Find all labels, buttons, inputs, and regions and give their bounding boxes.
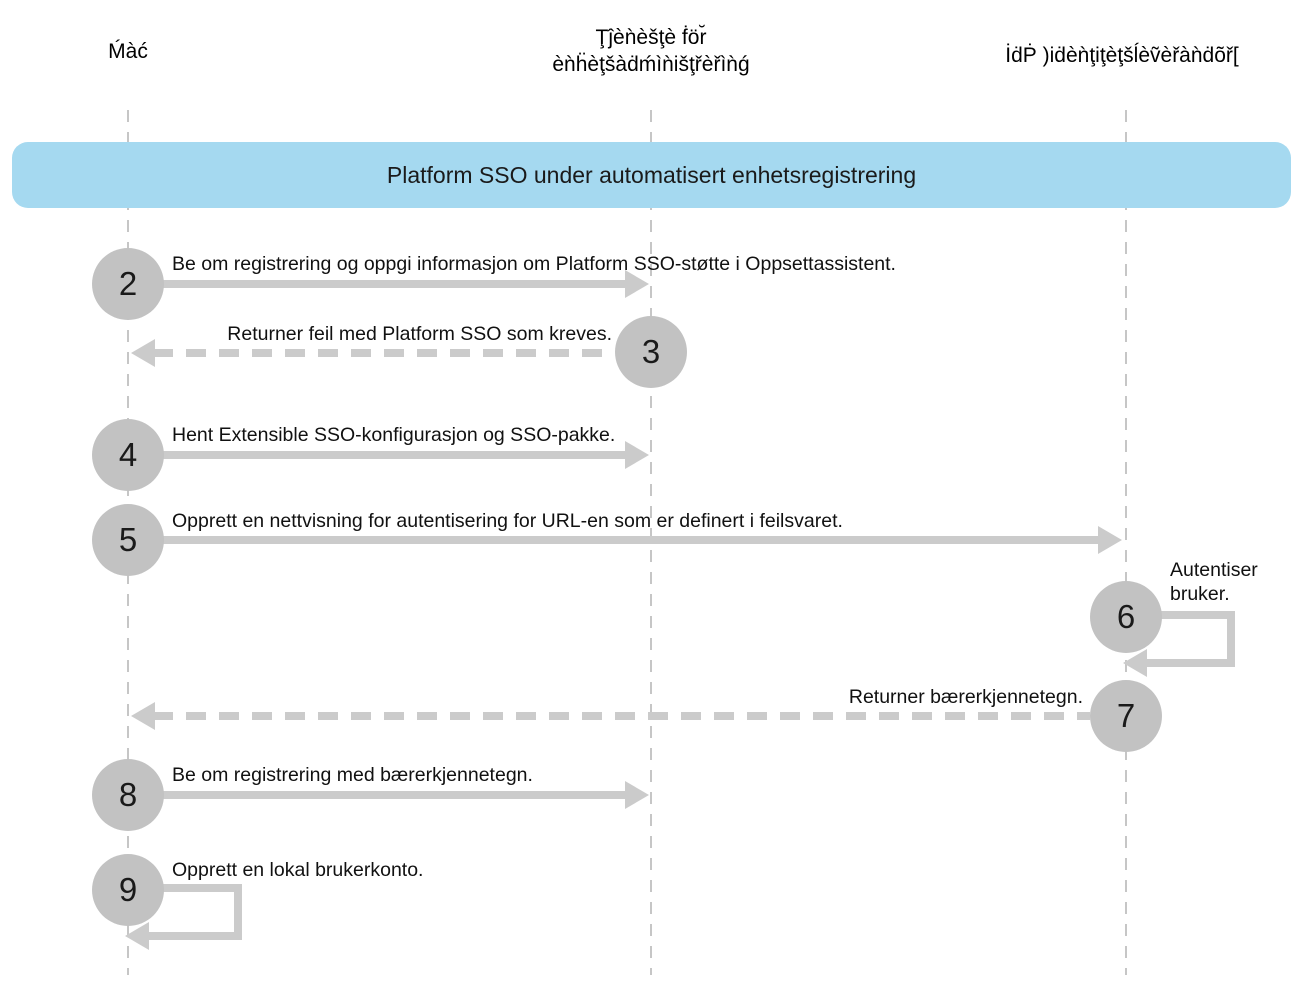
- actor-label-mac: Ḿàć: [108, 40, 148, 63]
- step-9-number: 9: [118, 871, 138, 908]
- step-3-number: 3: [641, 333, 661, 370]
- step-7-arrow: [153, 712, 1090, 720]
- step-9-arrowhead-icon: [125, 922, 149, 950]
- step-8-arrowhead-icon: [625, 781, 649, 809]
- step-8-label: Be om registrering med bærerkjennetegn.: [172, 764, 533, 786]
- step-7-label: Returner bærerkjennetegn.: [848, 686, 1083, 708]
- actor-label-device-management-service: Ţĵèǹèšţè ḟör̆ èǹḧèţšàḋḿìǹišţřèřìǹǵ: [552, 24, 749, 78]
- title-banner: Platform SSO under automatisert enhetsre…: [12, 142, 1291, 208]
- step-2-number-badge: 2: [92, 248, 164, 320]
- actor-label-line1: Ţĵèǹèšţè ḟör̆: [595, 26, 707, 49]
- step-9-self-loop: [147, 884, 242, 940]
- step-3-arrow: [153, 349, 615, 357]
- step-9-label: Opprett en lokal brukerkonto.: [172, 859, 424, 881]
- step-4-number: 4: [118, 436, 138, 473]
- step-2-arrow: [160, 280, 627, 288]
- step-7-arrowhead-icon: [131, 702, 155, 730]
- step-6-self-loop: [1145, 611, 1235, 667]
- step-5-label: Opprett en nettvisning for autentisering…: [172, 510, 843, 532]
- actor-label-idp: İḋṖ )iḋèǹţiţèţšĺèṽèřàǹḋõř[: [1005, 44, 1239, 67]
- step-2-number: 2: [118, 265, 138, 302]
- step-8-number-badge: 8: [92, 759, 164, 831]
- step-5-number-badge: 5: [92, 504, 164, 576]
- step-6-number: 6: [1116, 598, 1136, 635]
- step-3-number-badge: 3: [615, 316, 687, 388]
- diagram-title: Platform SSO under automatisert enhetsre…: [386, 161, 917, 188]
- step-4-arrowhead-icon: [625, 441, 649, 469]
- step-2-label: Be om registrering og oppgi informasjon …: [172, 253, 896, 275]
- step-9-number-badge: 9: [92, 854, 164, 926]
- step-6-label: Autentiser bruker.: [1170, 559, 1258, 605]
- step-5-number: 5: [118, 521, 138, 558]
- step-8-arrow: [160, 791, 627, 799]
- step-4-arrow: [160, 451, 627, 459]
- step-3-label: Returner feil med Platform SSO som kreve…: [227, 323, 612, 345]
- step-7-number-badge: 7: [1090, 680, 1162, 752]
- step-7-number: 7: [1116, 697, 1136, 734]
- step-4-label: Hent Extensible SSO-konfigurasjon og SSO…: [172, 424, 616, 446]
- step-5-arrowhead-icon: [1098, 526, 1122, 554]
- step-5-arrow: [160, 536, 1100, 544]
- step-2-arrowhead-icon: [625, 270, 649, 298]
- step-4-number-badge: 4: [92, 419, 164, 491]
- step-6-number-badge: 6: [1090, 581, 1162, 653]
- actor-label-line2: èǹḧèţšàḋḿìǹišţřèřìǹǵ: [552, 53, 750, 76]
- lifeline-idp: [1125, 110, 1127, 975]
- step-3-arrowhead-icon: [131, 339, 155, 367]
- step-6-arrowhead-icon: [1123, 649, 1147, 677]
- step-8-number: 8: [118, 776, 138, 813]
